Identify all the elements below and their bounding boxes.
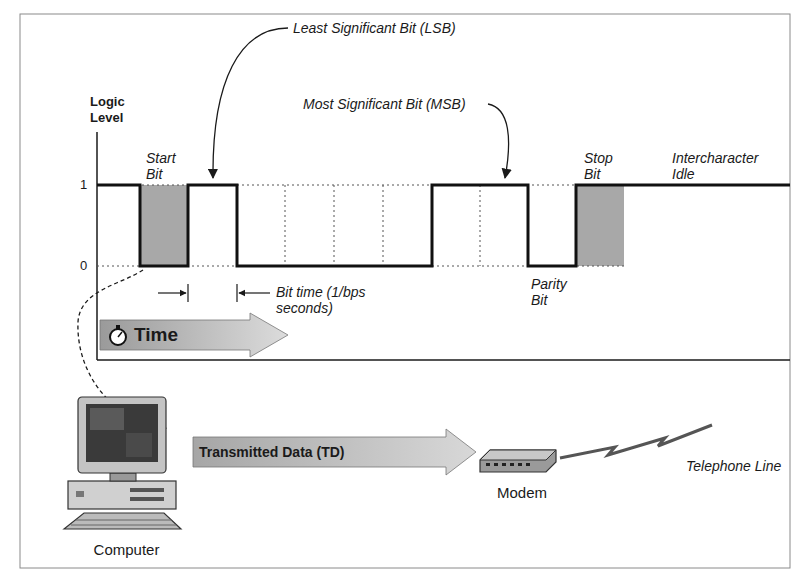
outer-frame — [20, 14, 790, 568]
time-arrow — [100, 313, 288, 357]
dimension-label: Bit time (1/bps seconds) — [276, 284, 394, 316]
line-label: Telephone Line — [686, 458, 786, 474]
bit-cells — [97, 185, 624, 266]
modem-node: Modem — [476, 440, 568, 502]
telephone-line — [560, 425, 712, 458]
chart-axes — [97, 132, 790, 360]
modem-icon — [476, 440, 560, 480]
node-icon — [60, 393, 193, 537]
data-flow-arrow — [193, 429, 476, 475]
bit-label: Parity Bit — [531, 276, 583, 308]
serial-waveform — [97, 185, 790, 266]
level-value: 1 — [80, 177, 92, 193]
level-value: 0 — [80, 258, 92, 274]
bit-label: Stop Bit — [584, 150, 626, 182]
bit-time-dimension — [158, 284, 270, 302]
callout-label: Least Significant Bit (LSB) — [293, 20, 513, 36]
bit-label: Start Bit — [146, 150, 188, 182]
computer-icon — [60, 393, 185, 533]
axis-title: Logic Level — [90, 94, 134, 126]
leader-line — [213, 28, 288, 178]
idle-label: Intercharacter Idle — [672, 150, 772, 182]
computer-node: Computer — [60, 393, 193, 559]
node-label: Computer — [60, 541, 193, 559]
time-label: Time — [134, 324, 214, 346]
node-icon — [476, 440, 568, 484]
callout-label: Most Significant Bit (MSB) — [303, 96, 523, 112]
leader-line — [488, 104, 509, 178]
node-label: Modem — [476, 484, 568, 502]
edge-label: Transmitted Data (TD) — [199, 444, 344, 460]
